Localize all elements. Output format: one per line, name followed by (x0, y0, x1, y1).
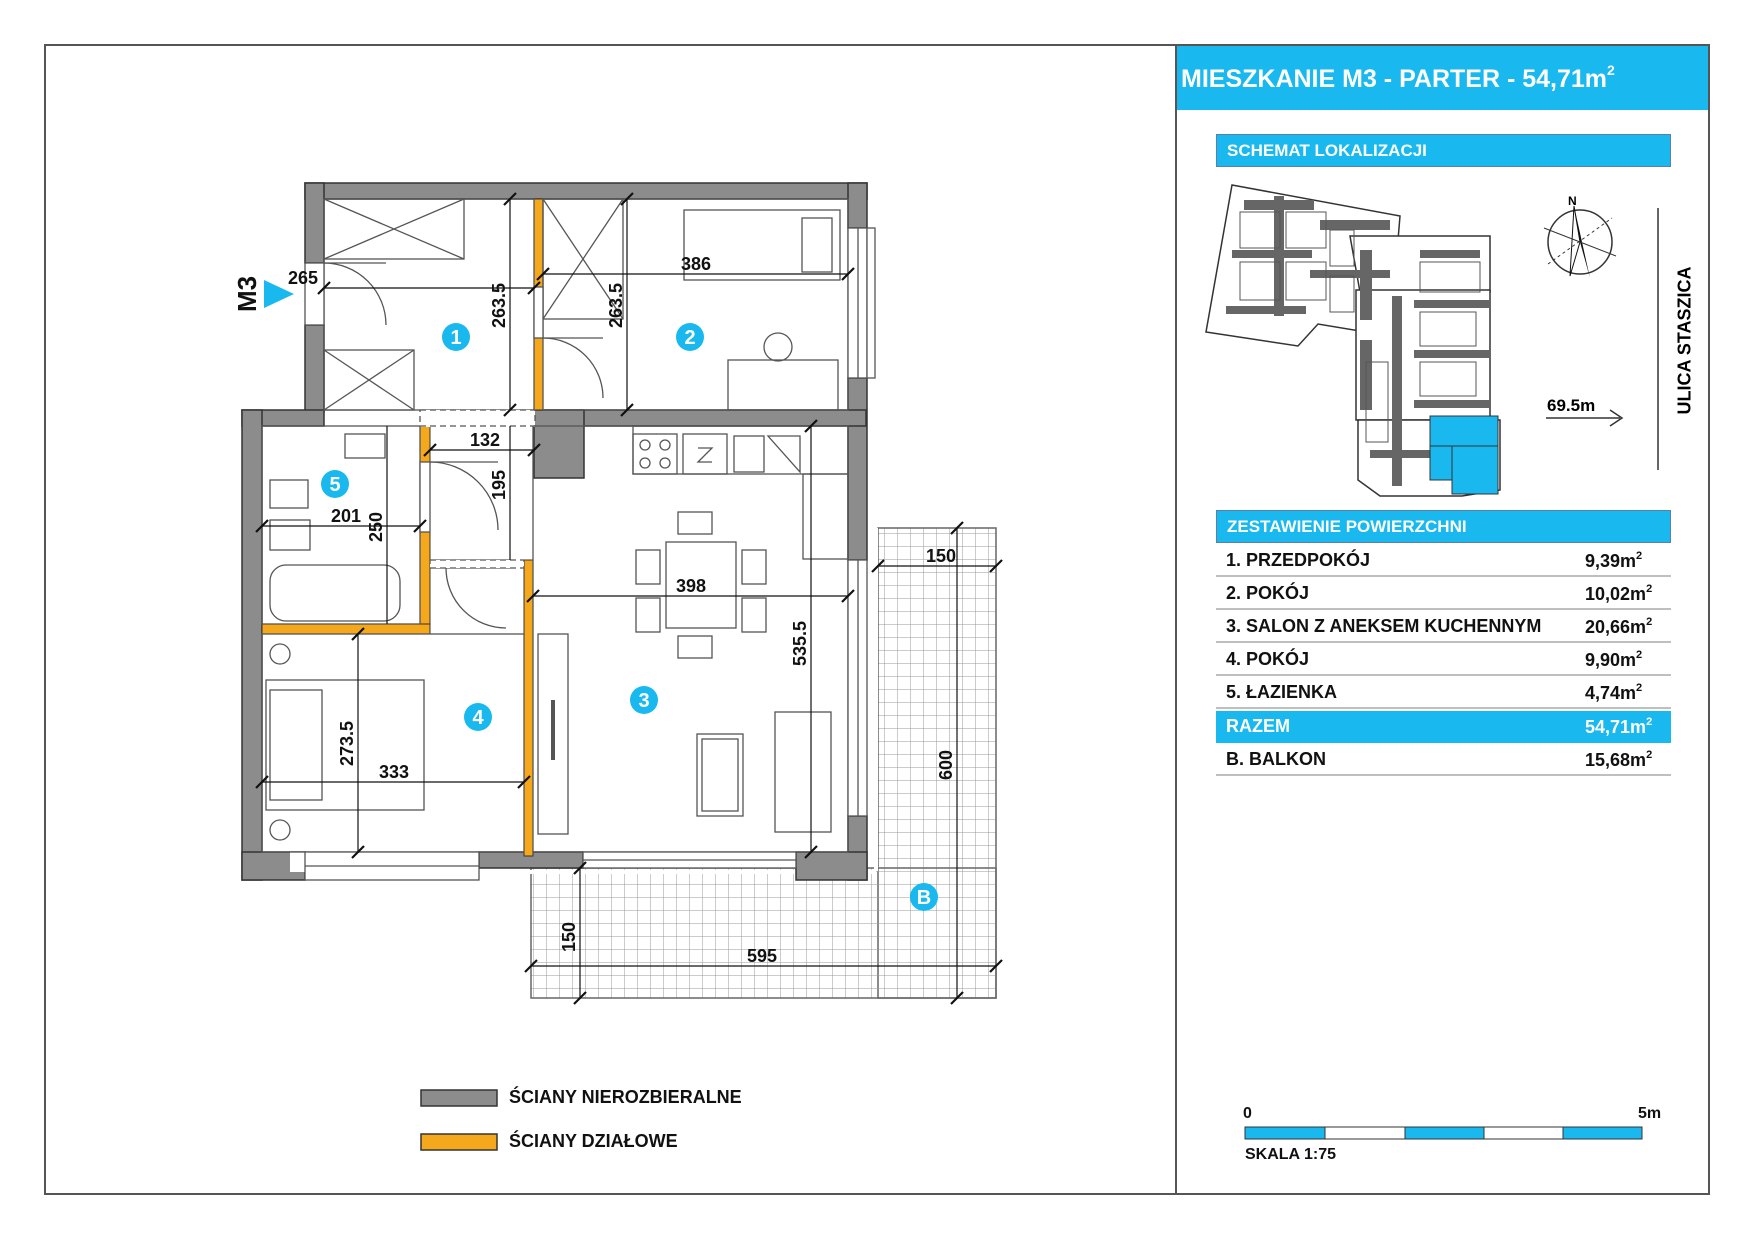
street-label: ULICA STASZICA (1674, 266, 1695, 415)
dimension-labels: 265 386 263.5 263.5 132 195 201 250 398 … (288, 254, 956, 966)
area-balcony-sup: 2 (1646, 749, 1653, 761)
area-row: 1. PRZEDPOKÓJ 9,39m2 (1216, 545, 1671, 577)
dimension-ticks (255, 192, 1003, 1005)
scale-label: SKALA 1:75 (1245, 1146, 1336, 1163)
apartment-title-text: MIESZKANIE M3 - PARTER - 54,71m (1181, 65, 1608, 93)
dim-333: 333 (379, 762, 409, 782)
area-total-row: RAZEM 54,71m2 (1216, 711, 1671, 743)
interior-lines (261, 198, 876, 881)
area-row-name: 4. POKÓJ (1226, 649, 1310, 669)
drawing-frame (44, 44, 1710, 1195)
area-row-value: 9,39m (1585, 551, 1637, 571)
room-2-marker: 2 (684, 327, 695, 349)
dim-132: 132 (470, 430, 500, 450)
distance-label: 69.5m (1547, 396, 1596, 415)
dimension-lines (262, 199, 996, 998)
area-row-sup: 2 (1646, 583, 1653, 595)
room-1-marker: 1 (450, 327, 461, 349)
area-balcony-row: B. BALKON 15,68m2 (1216, 744, 1671, 776)
scale-start: 0 (1243, 1105, 1252, 1122)
dim-263-hall: 263.5 (489, 283, 509, 328)
area-row-sup: 2 (1636, 649, 1643, 661)
area-balcony-value: 15,68m (1585, 750, 1647, 770)
balcony (530, 527, 997, 999)
dim-595: 595 (747, 946, 777, 966)
dim-398: 398 (676, 576, 706, 596)
apartment-title-sup: 2 (1607, 62, 1615, 78)
dim-250: 250 (366, 512, 386, 542)
dim-273: 273.5 (337, 721, 357, 766)
dim-150-balcony-side: 150 (926, 546, 956, 566)
dim-195: 195 (489, 470, 509, 500)
area-row-value: 4,74m (1585, 683, 1637, 703)
area-row-sup: 2 (1636, 550, 1643, 562)
room-markers: 1 2 3 4 5 B (321, 323, 938, 911)
dim-600: 600 (936, 750, 956, 780)
area-row-value: 9,90m (1585, 650, 1637, 670)
room-b-marker: B (917, 887, 931, 909)
entry-marker: M3 (232, 276, 294, 312)
legend-label-partitions: ŚCIANY DZIAŁOWE (509, 1131, 678, 1151)
north-label: N (1568, 194, 1577, 208)
entry-label: M3 (232, 276, 262, 312)
area-row-name: 5. ŁAZIENKA (1226, 682, 1338, 702)
area-row-sup: 2 (1636, 682, 1643, 694)
area-row: 3. SALON Z ANEKSEM KUCHENNYM 20,66m2 (1216, 611, 1671, 643)
area-row-value: 20,66m (1585, 617, 1647, 637)
dim-535: 535.5 (790, 621, 810, 666)
area-row-name: 3. SALON Z ANEKSEM KUCHENNYM (1226, 616, 1542, 636)
area-row-name: 2. POKÓJ (1226, 583, 1310, 603)
location-header: SCHEMAT LOKALIZACJI (1216, 134, 1671, 167)
dim-265: 265 (288, 268, 318, 288)
area-row-name: 1. PRZEDPOKÓJ (1226, 550, 1371, 570)
area-row-value: 10,02m (1585, 584, 1647, 604)
area-total-sup: 2 (1646, 716, 1653, 728)
scale-end: 5m (1638, 1105, 1662, 1122)
area-total-value: 54,71m (1585, 717, 1647, 737)
room-3-marker: 3 (638, 690, 649, 712)
dim-263-room2: 263.5 (606, 283, 626, 328)
area-row: 4. POKÓJ 9,90m2 (1216, 644, 1671, 676)
apartment-title: MIESZKANIE M3 - PARTER - 54,71m2 (1177, 46, 1708, 110)
area-row: 2. POKÓJ 10,02m2 (1216, 578, 1671, 610)
room-4-marker: 4 (472, 707, 484, 729)
dim-150-balcony-front: 150 (559, 922, 579, 952)
dim-386: 386 (681, 254, 711, 274)
area-total-name: RAZEM (1226, 716, 1290, 736)
area-row-sup: 2 (1646, 616, 1653, 628)
dim-201: 201 (331, 506, 361, 526)
frame-divider (1175, 44, 1177, 1195)
areas-header: ZESTAWIENIE POWIERZCHNI (1216, 510, 1671, 543)
area-balcony-name: B. BALKON (1226, 749, 1326, 769)
area-row: 5. ŁAZIENKA 4,74m2 (1216, 677, 1671, 709)
legend-label-walls: ŚCIANY NIEROZBIERALNE (509, 1087, 742, 1107)
room-5-marker: 5 (329, 474, 340, 496)
